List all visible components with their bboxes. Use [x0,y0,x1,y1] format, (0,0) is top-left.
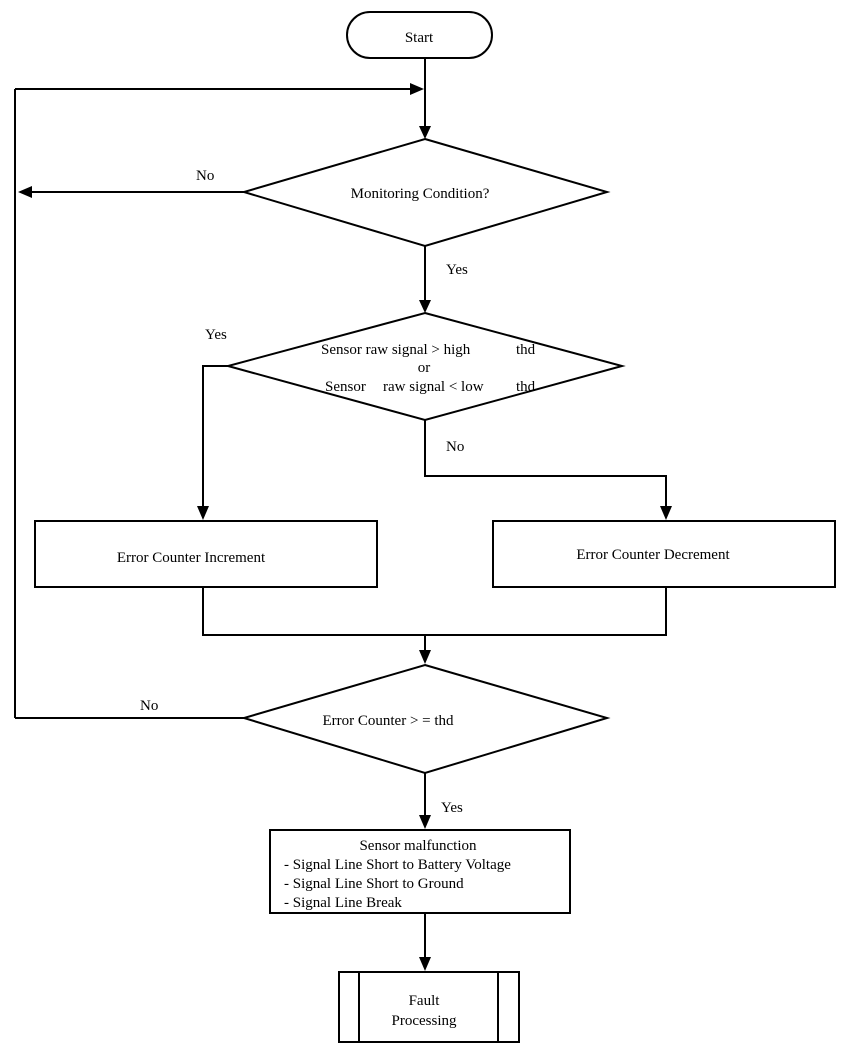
threshold-line3-a: Sensor [325,379,366,395]
fault-processing-box [338,971,520,1043]
arrowhead-malfunction [419,815,431,829]
start-label: Start [405,30,434,46]
threshold-yes-label: Yes [205,327,227,343]
sensor-malfunction-title: Sensor malfunction [359,838,477,854]
counter-check-question: Error Counter > = thd [322,713,454,729]
arrowhead-decrement [660,506,672,520]
threshold-line2: or [418,360,431,376]
threshold-no-line [424,420,667,507]
merge-line [202,587,667,636]
malfunction-item-3: - Signal Line Break [284,895,402,911]
arrowhead-monitoring-no [18,186,32,198]
counter-no-label: No [140,698,158,714]
monitoring-yes-label: Yes [446,262,468,278]
malfunction-item-1: - Signal Line Short to Battery Voltage [284,857,511,873]
fault-processing-line1: Fault [409,993,441,1009]
monitoring-no-label: No [196,168,214,184]
arrowhead-threshold [419,300,431,313]
error-counter-decrement-box [492,520,836,588]
error-counter-decrement-label: Error Counter Decrement [576,547,730,563]
threshold-line1-b: thd [516,342,536,358]
threshold-yes-line [202,365,228,507]
arrowhead-increment [197,506,209,520]
malfunction-item-2: - Signal Line Short to Ground [284,876,464,892]
counter-yes-label: Yes [441,800,463,816]
fault-processing-line2: Processing [392,1013,457,1029]
arrowhead-fault [419,957,431,971]
threshold-line3-c: thd [516,379,536,395]
monitoring-question: Monitoring Condition? [351,186,490,202]
threshold-line1-a: Sensor raw signal > high [321,342,471,358]
error-counter-increment-label: Error Counter Increment [117,550,266,566]
error-counter-increment-box [34,520,378,588]
threshold-line3-b: raw signal < low [383,379,484,395]
sensor-malfunction-box [269,829,571,914]
arrowhead-counter-check [419,650,431,664]
start-terminator [346,11,493,59]
arrowhead-loop-top [410,83,424,95]
threshold-no-label: No [446,439,464,455]
arrowhead-monitoring [419,126,431,139]
